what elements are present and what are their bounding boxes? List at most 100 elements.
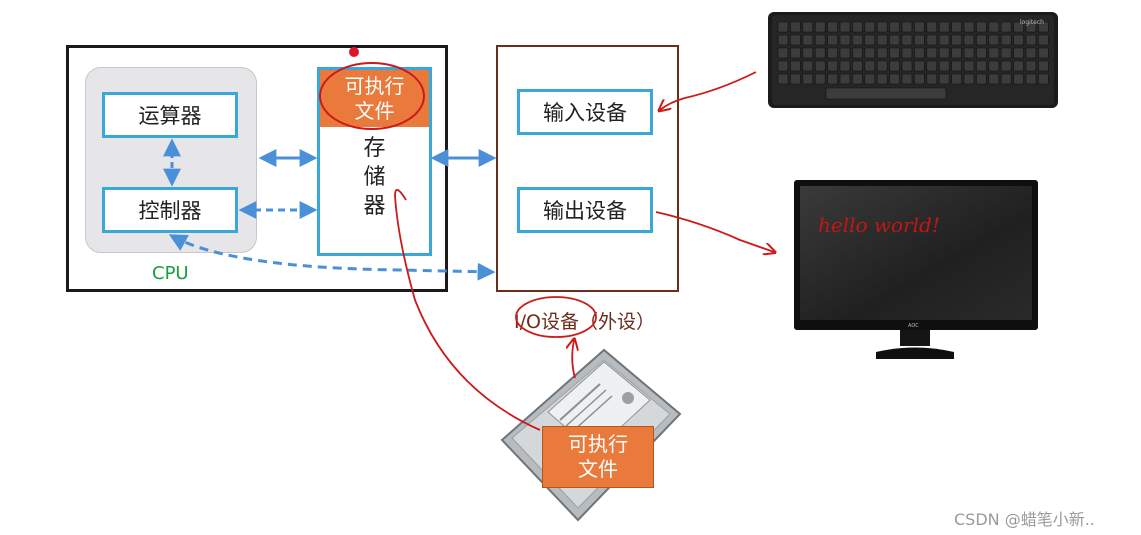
keyboard-key xyxy=(790,73,801,85)
keyboard-key xyxy=(951,60,962,72)
memory-char-1: 存 xyxy=(363,136,386,161)
keyboard-key xyxy=(988,21,1000,33)
keyboard-key xyxy=(889,73,900,85)
keyboard-key xyxy=(777,21,789,33)
keyboard-key xyxy=(790,21,801,33)
keyboard-key xyxy=(1013,21,1024,33)
keyboard-key xyxy=(802,34,814,46)
memory-file-line2: 文件 xyxy=(354,98,395,123)
keyboard-key xyxy=(814,60,826,72)
keyboard-key xyxy=(914,60,925,72)
keyboard-key xyxy=(988,60,1000,72)
keyboard-key xyxy=(976,60,987,72)
io-caption: I/O设备（外设） xyxy=(514,311,655,333)
keyboard-key xyxy=(1013,34,1024,46)
keyboard-key xyxy=(914,73,925,85)
keyboard-key xyxy=(839,60,851,72)
keyboard-key xyxy=(963,73,975,85)
control-unit-box: 控制器 xyxy=(102,187,238,233)
keyboard-key xyxy=(963,34,975,46)
keyboard-key xyxy=(1025,73,1037,85)
keyboard-key xyxy=(852,60,863,72)
keyboard-key xyxy=(914,21,925,33)
disk-executable-file: 可执行 文件 xyxy=(542,426,654,488)
keyboard-key xyxy=(914,34,925,46)
memory-executable-file: 可执行 文件 xyxy=(320,70,429,127)
keyboard-key xyxy=(864,47,876,59)
keyboard-key xyxy=(802,60,814,72)
keyboard-key xyxy=(1025,47,1037,59)
keyboard-key xyxy=(901,34,913,46)
keyboard-key xyxy=(1013,60,1024,72)
keyboard-key xyxy=(951,34,962,46)
keyboard-key xyxy=(1038,21,1049,33)
monitor-brand: AOC xyxy=(908,323,919,329)
keyboard-key xyxy=(864,60,876,72)
keyboard-key xyxy=(790,34,801,46)
disk-file-line1: 可执行 xyxy=(568,432,628,456)
keyboard-key xyxy=(876,34,888,46)
keyboard-key xyxy=(901,21,913,33)
keyboard-key xyxy=(827,47,838,59)
keyboard-key xyxy=(790,47,801,59)
monitor-icon: AOC hello world! xyxy=(794,180,1038,359)
keyboard-key xyxy=(1025,34,1037,46)
keyboard-key xyxy=(1000,47,1012,59)
keyboard-key xyxy=(976,47,987,59)
keyboard-key xyxy=(864,21,876,33)
keyboard-key xyxy=(864,73,876,85)
keyboard-key xyxy=(976,34,987,46)
keyboard-key xyxy=(814,21,826,33)
keyboard-key xyxy=(839,47,851,59)
keyboard-key xyxy=(777,60,789,72)
keyboard-key xyxy=(1038,60,1049,72)
keyboard-key xyxy=(938,73,950,85)
monitor-screen-text: hello world! xyxy=(818,213,940,237)
keyboard-key xyxy=(876,21,888,33)
computer-box xyxy=(66,45,448,292)
keyboard-key xyxy=(876,47,888,59)
keyboard-key xyxy=(914,47,925,59)
keyboard-key xyxy=(852,47,863,59)
output-device-label: 输出设备 xyxy=(543,199,627,223)
keyboard-key xyxy=(926,60,938,72)
keyboard-key xyxy=(777,73,789,85)
keyboard-key xyxy=(852,34,863,46)
keyboard-key xyxy=(889,34,900,46)
keyboard-key xyxy=(827,21,838,33)
keyboard-key xyxy=(926,47,938,59)
keyboard-key xyxy=(827,60,838,72)
keyboard-key xyxy=(889,60,900,72)
memory-label: 存 储 器 xyxy=(320,134,429,221)
keyboard-key xyxy=(889,47,900,59)
keyboard-key xyxy=(777,47,789,59)
keyboard-key xyxy=(1000,73,1012,85)
keyboard-key xyxy=(814,34,826,46)
keyboard-key xyxy=(901,73,913,85)
keyboard-key xyxy=(1000,21,1012,33)
keyboard-key xyxy=(938,21,950,33)
keyboard-key xyxy=(814,47,826,59)
memory-char-3: 器 xyxy=(363,194,386,219)
keyboard-key xyxy=(864,34,876,46)
keyboard-key xyxy=(988,47,1000,59)
keyboard-key xyxy=(1013,73,1024,85)
keyboard-key xyxy=(926,21,938,33)
keyboard-key xyxy=(938,47,950,59)
watermark: CSDN @蜡笔小新.. xyxy=(954,510,1095,529)
keyboard-key xyxy=(926,73,938,85)
keyboard-key xyxy=(901,60,913,72)
keyboard-key xyxy=(988,34,1000,46)
keyboard-key xyxy=(876,73,888,85)
alu-label: 运算器 xyxy=(138,104,202,128)
keyboard-key xyxy=(1000,34,1012,46)
keyboard-key xyxy=(951,73,962,85)
keyboard-key xyxy=(938,34,950,46)
keyboard-key xyxy=(963,47,975,59)
keyboard-key xyxy=(1025,60,1037,72)
keyboard-key xyxy=(963,60,975,72)
keyboard-key xyxy=(827,73,838,85)
keyboard-key xyxy=(951,21,962,33)
output-device-box: 输出设备 xyxy=(517,187,653,233)
keyboard-key xyxy=(827,34,838,46)
